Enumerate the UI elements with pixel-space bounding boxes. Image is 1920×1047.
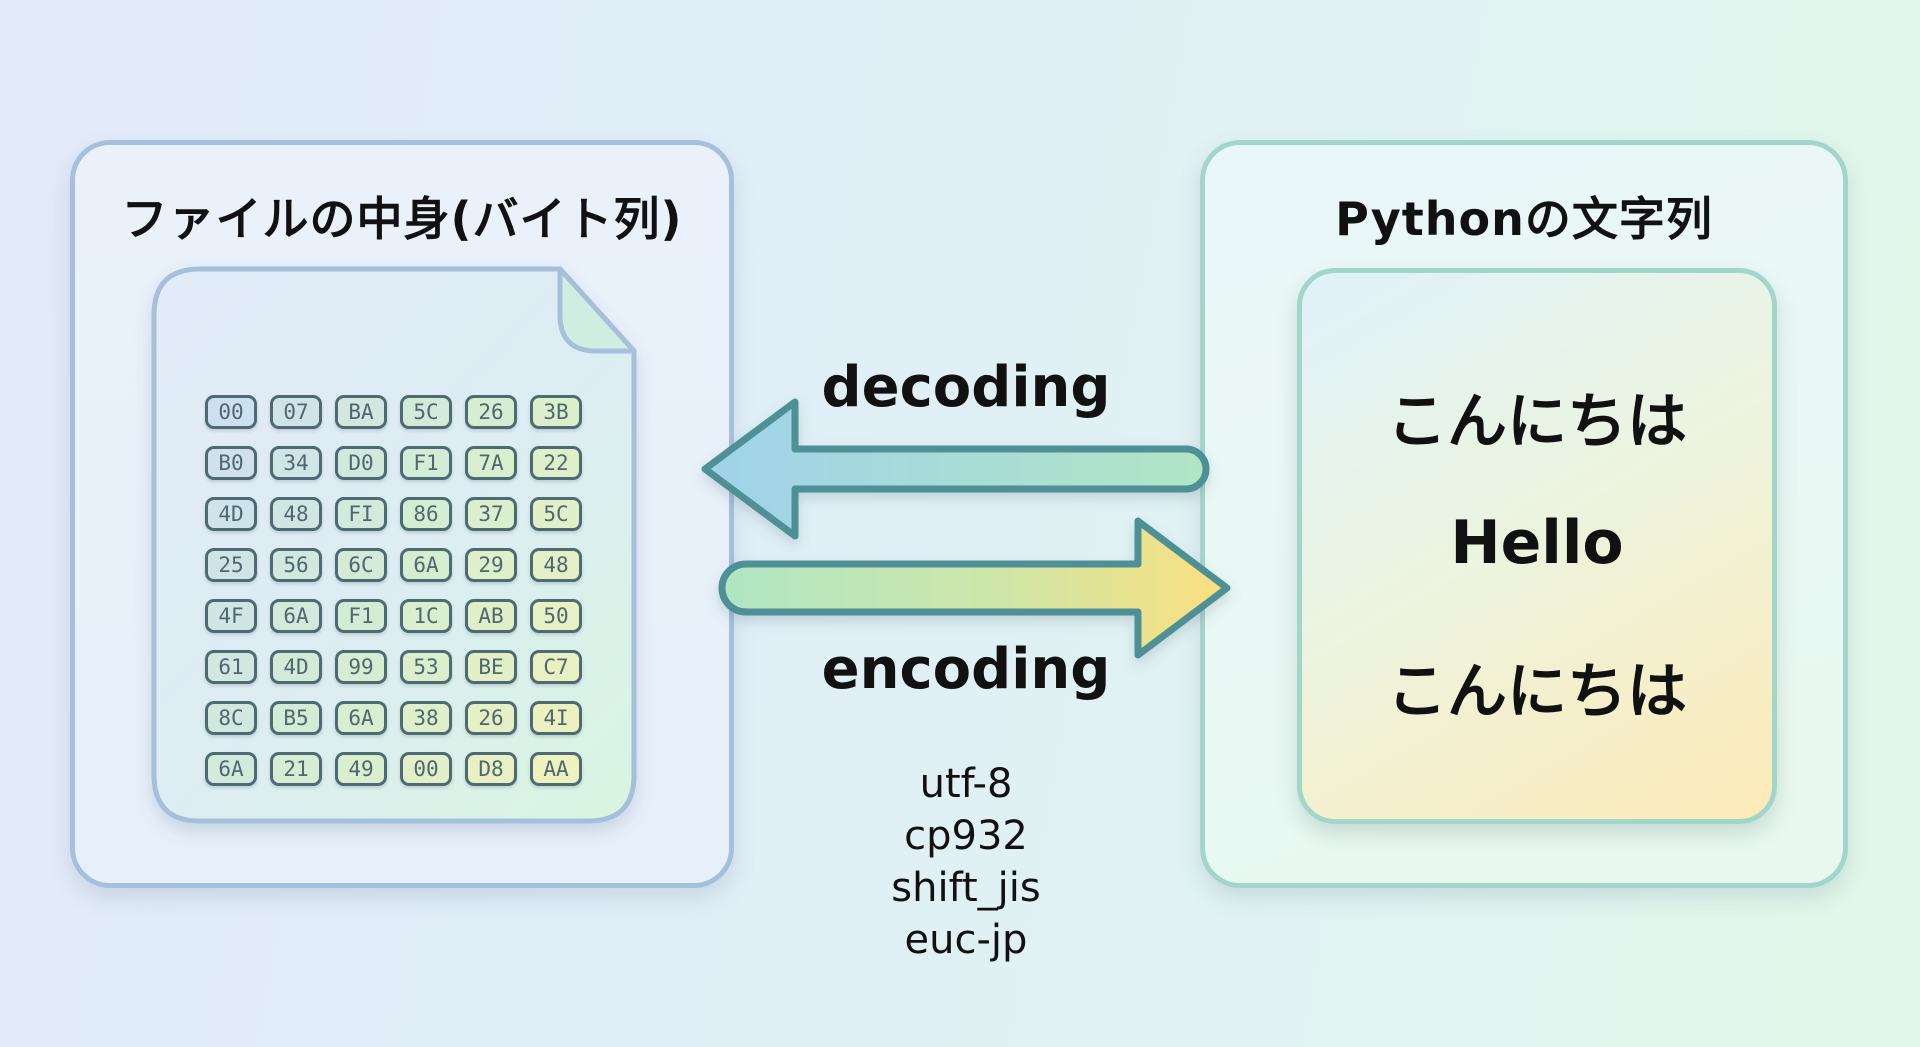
byte-cell: F1 <box>400 446 452 480</box>
byte-cell: 00 <box>400 752 452 786</box>
byte-cell: 00 <box>205 395 257 429</box>
byte-cell: 6C <box>335 548 387 582</box>
byte-cell: 34 <box>270 446 322 480</box>
byte-cell: 29 <box>465 548 517 582</box>
byte-cell: 8C <box>205 701 257 735</box>
encoding-list: utf-8 cp932 shift_jis euc-jp <box>766 758 1166 966</box>
byte-cell: AA <box>530 752 582 786</box>
byte-cell: 3B <box>530 395 582 429</box>
python-string-title: Pythonの文字列 <box>1335 192 1713 246</box>
byte-cell: B5 <box>270 701 322 735</box>
byte-cell: 6A <box>335 701 387 735</box>
byte-cell: 99 <box>335 650 387 684</box>
byte-cell: 5C <box>400 395 452 429</box>
encoding-item: cp932 <box>904 813 1028 859</box>
byte-cell: 1C <box>400 599 452 633</box>
byte-cell: BA <box>335 395 387 429</box>
byte-cell: 5C <box>530 497 582 531</box>
byte-cell: 61 <box>205 650 257 684</box>
byte-cell: BE <box>465 650 517 684</box>
byte-cell: 6A <box>205 752 257 786</box>
byte-cell: 4I <box>530 701 582 735</box>
file-bytes-title: ファイルの中身(バイト列) <box>121 192 683 246</box>
byte-cell: F1 <box>335 599 387 633</box>
byte-cell: D8 <box>465 752 517 786</box>
encoding-item: utf-8 <box>919 761 1013 807</box>
byte-cell: 48 <box>270 497 322 531</box>
encoding-item: euc-jp <box>904 917 1028 963</box>
byte-cell: AB <box>465 599 517 633</box>
byte-cell: 7A <box>465 446 517 480</box>
byte-cell: 25 <box>205 548 257 582</box>
byte-cell: 50 <box>530 599 582 633</box>
byte-cell: 48 <box>530 548 582 582</box>
byte-cell: 38 <box>400 701 452 735</box>
decoding-label: decoding <box>821 355 1111 420</box>
encoding-arrow-icon <box>718 517 1231 659</box>
encoding-item: shift_jis <box>891 865 1041 911</box>
byte-cell: FI <box>335 497 387 531</box>
byte-cell: 21 <box>270 752 322 786</box>
byte-cell: 4D <box>205 497 257 531</box>
encoding-label: encoding <box>821 637 1111 702</box>
byte-cell: C7 <box>530 650 582 684</box>
byte-cell: 22 <box>530 446 582 480</box>
byte-cell: B0 <box>205 446 257 480</box>
byte-cell: 6A <box>270 599 322 633</box>
byte-cell: 56 <box>270 548 322 582</box>
page-fold-icon <box>557 266 637 354</box>
byte-cell: 37 <box>465 497 517 531</box>
byte-cell: 49 <box>335 752 387 786</box>
byte-cell: 53 <box>400 650 452 684</box>
string-line-hello: Hello <box>1450 508 1624 578</box>
byte-cell: 86 <box>400 497 452 531</box>
byte-cell: 4F <box>205 599 257 633</box>
byte-cell: 4D <box>270 650 322 684</box>
string-line-japanese-2: こんにちは <box>1387 657 1687 727</box>
string-line-japanese-1: こんにちは <box>1387 387 1687 457</box>
string-box: こんにちは Hello こんにちは <box>1297 268 1777 824</box>
byte-cell: 07 <box>270 395 322 429</box>
byte-cell: D0 <box>335 446 387 480</box>
decoding-arrow-icon <box>701 398 1210 540</box>
byte-cell: 26 <box>465 701 517 735</box>
byte-cell: 26 <box>465 395 517 429</box>
byte-cell: 6A <box>400 548 452 582</box>
